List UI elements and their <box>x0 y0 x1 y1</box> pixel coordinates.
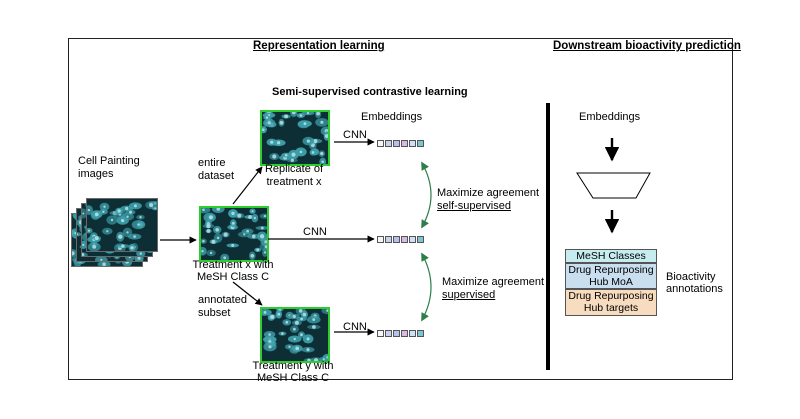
embedding-vector-bottom <box>377 330 424 337</box>
embedding-cell <box>385 236 392 243</box>
embedding-vector-middle <box>377 236 424 243</box>
cell-image-stack-front <box>86 198 158 252</box>
classifier-label: Classifier <box>591 178 637 190</box>
embedding-cell <box>393 140 400 147</box>
embedding-cell <box>393 236 400 243</box>
embedding-cell <box>385 140 392 147</box>
self-supervised-label: self-supervised <box>437 200 511 212</box>
annotation-box-hub-targets-line2: Hub targets <box>583 302 639 314</box>
annotation-box-hub-moa-line1: Drug Repurposing <box>568 264 654 276</box>
replicate-caption-line2: treatment x <box>266 176 322 188</box>
annotation-box-hub-targets: Drug Repurposing Hub targets <box>565 289 657 316</box>
embedding-cell <box>377 236 384 243</box>
embedding-vector-top <box>377 140 424 147</box>
subtitle-semi-supervised: Semi-supervised contrastive learning <box>272 86 468 98</box>
annotated-subset-label-line1: annotated <box>198 294 247 306</box>
annotation-box-hub-targets-line1: Drug Repurposing <box>568 290 654 302</box>
embedding-cell <box>417 330 424 337</box>
embedding-cell <box>409 236 416 243</box>
supervised-label: supervised <box>442 289 496 301</box>
figure-frame <box>68 38 733 380</box>
embedding-cell <box>377 330 384 337</box>
annotated-subset-label-line2: subset <box>198 307 231 319</box>
entire-dataset-label-line2: dataset <box>198 170 235 182</box>
embedding-cell <box>377 140 384 147</box>
treatment-y-caption-line2: MeSH Class C <box>256 372 330 384</box>
annotation-box-mesh-classes: MeSH Classes <box>565 249 657 263</box>
treatment-x-caption-line2: MeSH Class C <box>196 271 270 283</box>
entire-dataset-label-line1: entire <box>198 157 226 169</box>
embedding-cell <box>401 330 408 337</box>
replicate-image <box>260 110 330 166</box>
cnn-label-top: CNN <box>343 129 367 141</box>
embedding-cell <box>401 140 408 147</box>
header-downstream-bioactivity-prediction: Downstream bioactivity prediction <box>553 40 741 52</box>
embedding-cell <box>409 140 416 147</box>
embedding-cell <box>417 140 424 147</box>
cnn-label-middle: CNN <box>303 226 327 238</box>
cnn-label-bottom: CNN <box>343 321 367 333</box>
replicate-caption-line1: Replicate of <box>264 163 324 175</box>
treatment-y-caption-line1: Treatment y with <box>252 360 334 372</box>
cell-painting-label-line2: images <box>78 168 114 180</box>
annotation-box-mesh-classes-line1: MeSH Classes <box>576 250 646 262</box>
embedding-cell <box>393 330 400 337</box>
embedding-cell <box>409 330 416 337</box>
bioactivity-annotations-label-line1: Bioactivity <box>666 271 716 283</box>
treatment-x-image <box>199 206 269 262</box>
annotation-box-hub-moa-line2: Hub MoA <box>589 276 633 288</box>
embedding-cell <box>401 236 408 243</box>
embedding-cell <box>417 236 424 243</box>
treatment-x-caption-line1: Treatment x with <box>192 259 274 271</box>
embedding-cell <box>385 330 392 337</box>
maximize-agreement-label-2: Maximize agreement <box>442 276 545 288</box>
bioactivity-annotations-label-line2: annotations <box>666 283 723 295</box>
treatment-y-image <box>260 307 330 363</box>
header-representation-learning: Representation learning <box>253 40 385 52</box>
embeddings-label-right: Embeddings <box>579 111 641 123</box>
embeddings-label-left: Embeddings <box>361 111 423 123</box>
maximize-agreement-label-1: Maximize agreement <box>437 187 540 199</box>
annotation-box-hub-moa: Drug Repurposing Hub MoA <box>565 263 657 289</box>
cell-painting-label-line1: Cell Painting <box>78 155 140 167</box>
